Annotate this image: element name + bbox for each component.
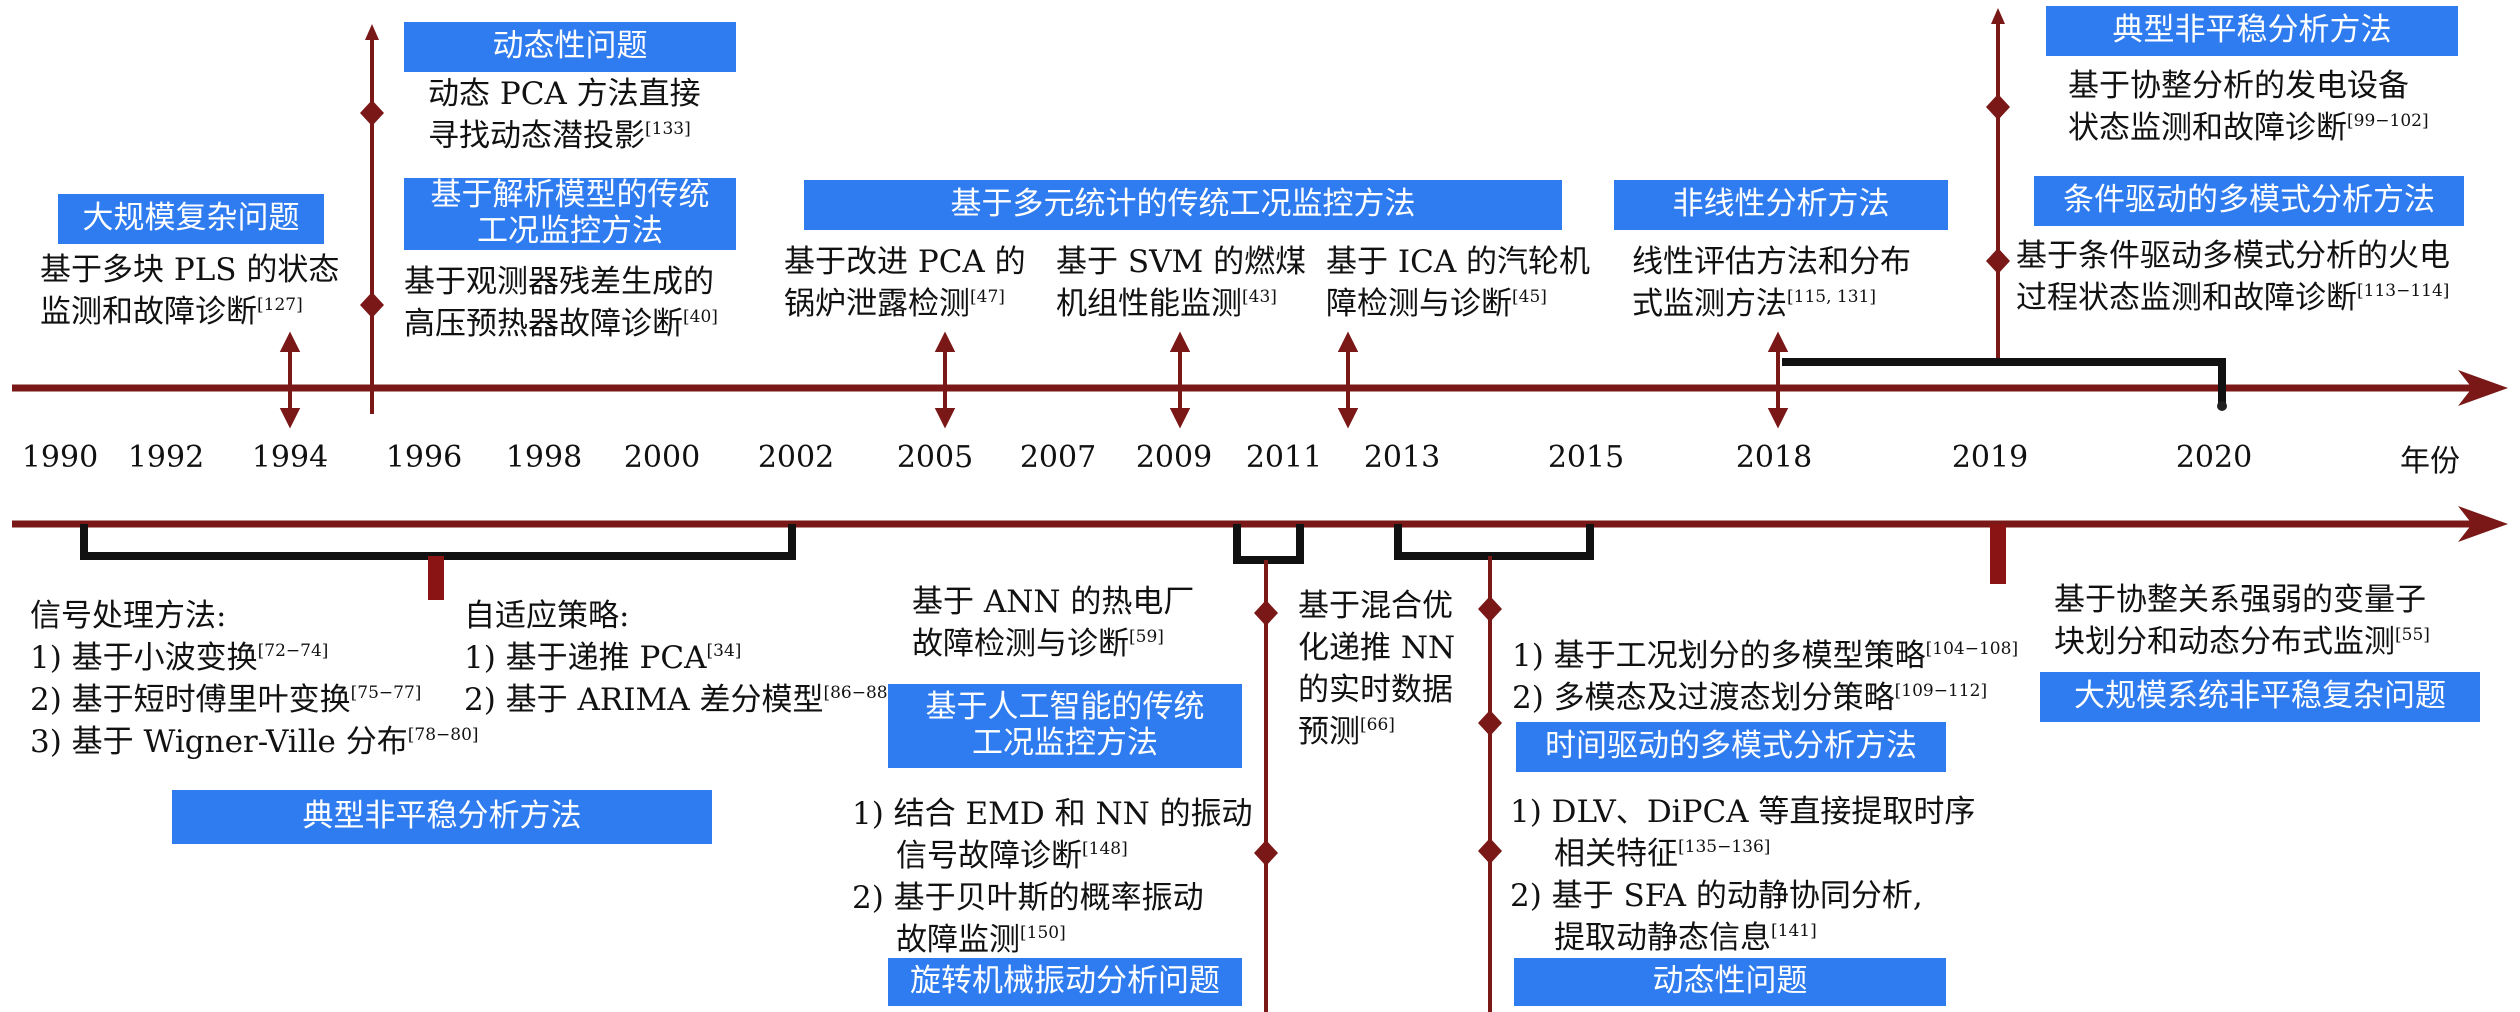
large-nonstationary-problem-box: 大规模系统非平稳复杂问题 [2040, 672, 2480, 722]
linear-evaluation-text: 线性评估方法和分布 式监测方法[115, 131] [1632, 244, 1911, 322]
upper-tall-marker-2019 [1986, 8, 2010, 366]
dynamic-problem-box-top: 动态性问题 [404, 22, 736, 72]
year-label: 1990 [21, 440, 99, 475]
condition-driven-text: 基于条件驱动多模式分析的火电 过程状态监测和故障诊断[113−114] [2016, 238, 2450, 316]
multiblock-pls-text: 基于多块 PLS 的状态 监测和故障诊断[127] [40, 252, 340, 330]
hybrid-nn-text: 基于混合优 化递推 NN 的实时数据 预测[66] [1298, 588, 1456, 750]
rotating-machinery-box: 旋转机械振动分析问题 [888, 958, 1242, 1006]
upper-axis-arrowhead [2458, 370, 2508, 406]
dynamic-problem-box-bottom: 动态性问题 [1514, 958, 1946, 1006]
year-label: 2000 [623, 440, 701, 475]
year-label: 2011 [1245, 440, 1323, 475]
upper-marker-2009 [1169, 331, 1191, 429]
multivariate-statistics-method-box: 基于多元统计的传统工况监控方法 [804, 180, 1562, 230]
year-label: 2013 [1363, 440, 1441, 475]
upper-marker-1994 [279, 331, 301, 429]
year-label: 1996 [385, 440, 463, 475]
axis-unit-label: 年份 [2400, 444, 2460, 479]
dynamic-pca-text: 动态 PCA 方法直接 寻找动态潜投影[133] [428, 76, 701, 154]
upper-marker-2018 [1767, 331, 1789, 429]
ica-text: 基于 ICA 的汽轮机 障检测与诊断[45] [1326, 244, 1591, 322]
year-label: 2020 [2175, 440, 2253, 475]
lower-axis-arrowhead [2458, 506, 2508, 542]
year-label: 2005 [896, 440, 974, 475]
year-label: 2009 [1135, 440, 1213, 475]
lower-marker-1996 [428, 556, 444, 600]
bracket-2013-2015 [1394, 524, 1594, 560]
nonlinear-method-box: 非线性分析方法 [1614, 180, 1948, 230]
year-label: 2007 [1019, 440, 1097, 475]
bracket-1990-2002 [80, 524, 796, 560]
lower-long-line-2011 [1254, 560, 1278, 1012]
year-label: 2015 [1547, 440, 1625, 475]
large-scale-problem-box: 大规模复杂问题 [58, 194, 324, 244]
year-label: 2019 [1951, 440, 2029, 475]
observer-residual-text: 基于观测器残差生成的 高压预热器故障诊断[40] [404, 264, 718, 342]
lower-long-line-2014 [1478, 556, 1502, 1012]
nonstationary-method-box-top: 典型非平稳分析方法 [2046, 6, 2458, 56]
multimodel-strategy-text: 1) 基于工况划分的多模型策略[104−108] 2) 多模态及过渡态划分策略[… [1512, 638, 2019, 716]
upper-tall-marker-1995 [360, 24, 384, 414]
bracket-end-dot [2217, 401, 2227, 411]
condition-driven-method-box: 条件驱动的多模式分析方法 [2034, 176, 2464, 226]
nonstationary-method-box-bottom: 典型非平稳分析方法 [172, 790, 712, 844]
signal-processing-text: 信号处理方法: 1) 基于小波变换[72−74] 2) 基于短时傅里叶变换[75… [30, 598, 479, 760]
bracket-2018-2020 [1782, 358, 2226, 404]
upper-marker-2005 [934, 331, 956, 429]
year-label: 1998 [505, 440, 583, 475]
bracket-2011 [1233, 524, 1304, 564]
year-label: 1992 [127, 440, 205, 475]
upper-marker-2012 [1337, 331, 1359, 429]
cointegration-relation-text: 基于协整关系强弱的变量子 块划分和动态分布式监测[55] [2054, 582, 2430, 660]
lower-marker-2019 [1990, 524, 2006, 584]
ann-text: 基于 ANN 的热电厂 故障检测与诊断[59] [912, 584, 1195, 662]
dlv-sfa-text: 1) DLV、DiPCA 等直接提取时序 相关特征[135−136] 2) 基于… [1510, 794, 1976, 956]
cointegration-text: 基于协整分析的发电设备 状态监测和故障诊断[99−102] [2068, 68, 2429, 146]
svm-text: 基于 SVM 的燃煤 机组性能监测[43] [1056, 244, 1307, 322]
year-label: 2018 [1735, 440, 1813, 475]
adaptive-strategy-text: 自适应策略: 1) 基于递推 PCA[34] 2) 基于 ARIMA 差分模型[… [464, 598, 895, 718]
ai-method-box: 基于人工智能的传统工况监控方法 [888, 684, 1242, 768]
year-label: 1994 [251, 440, 329, 475]
improved-pca-text: 基于改进 PCA 的 锅炉泄露检测[47] [784, 244, 1026, 322]
analytic-model-method-box: 基于解析模型的传统工况监控方法 [404, 178, 736, 250]
year-label: 2002 [757, 440, 835, 475]
time-driven-method-box: 时间驱动的多模式分析方法 [1516, 722, 1946, 772]
emd-bayes-text: 1) 结合 EMD 和 NN 的振动 信号故障诊断[148] 2) 基于贝叶斯的… [852, 796, 1253, 958]
